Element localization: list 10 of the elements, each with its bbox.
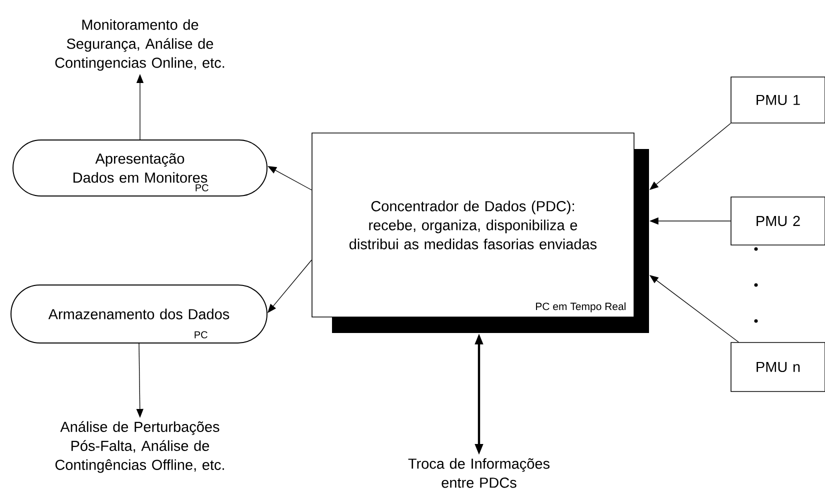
process-pill: Armazenamento dos Dados PC bbox=[10, 284, 268, 344]
pmu-box: PMU 2 bbox=[730, 196, 825, 246]
text-label: Troca de Informações entre PDCs bbox=[408, 458, 550, 488]
process-pill: Apresentação Dados em Monitores PC bbox=[12, 140, 268, 196]
pmu-box: PMU n bbox=[730, 342, 825, 392]
arrow bbox=[268, 260, 312, 313]
pmu-box: PMU 1 bbox=[730, 76, 825, 124]
concentrator-box: Concentrador de Dados (PDC): recebe, organiza, disponibiliza e distribui as medidas fasorias enviadas PC em Tempo Real bbox=[312, 132, 649, 333]
text-label: Análise de Perturbações Pós-Falta, Análise de Contingências Offline, etc. bbox=[55, 421, 224, 473]
text-label: Monitoramento de Segurança, Análise de Contingencias Online, etc. bbox=[55, 19, 224, 71]
